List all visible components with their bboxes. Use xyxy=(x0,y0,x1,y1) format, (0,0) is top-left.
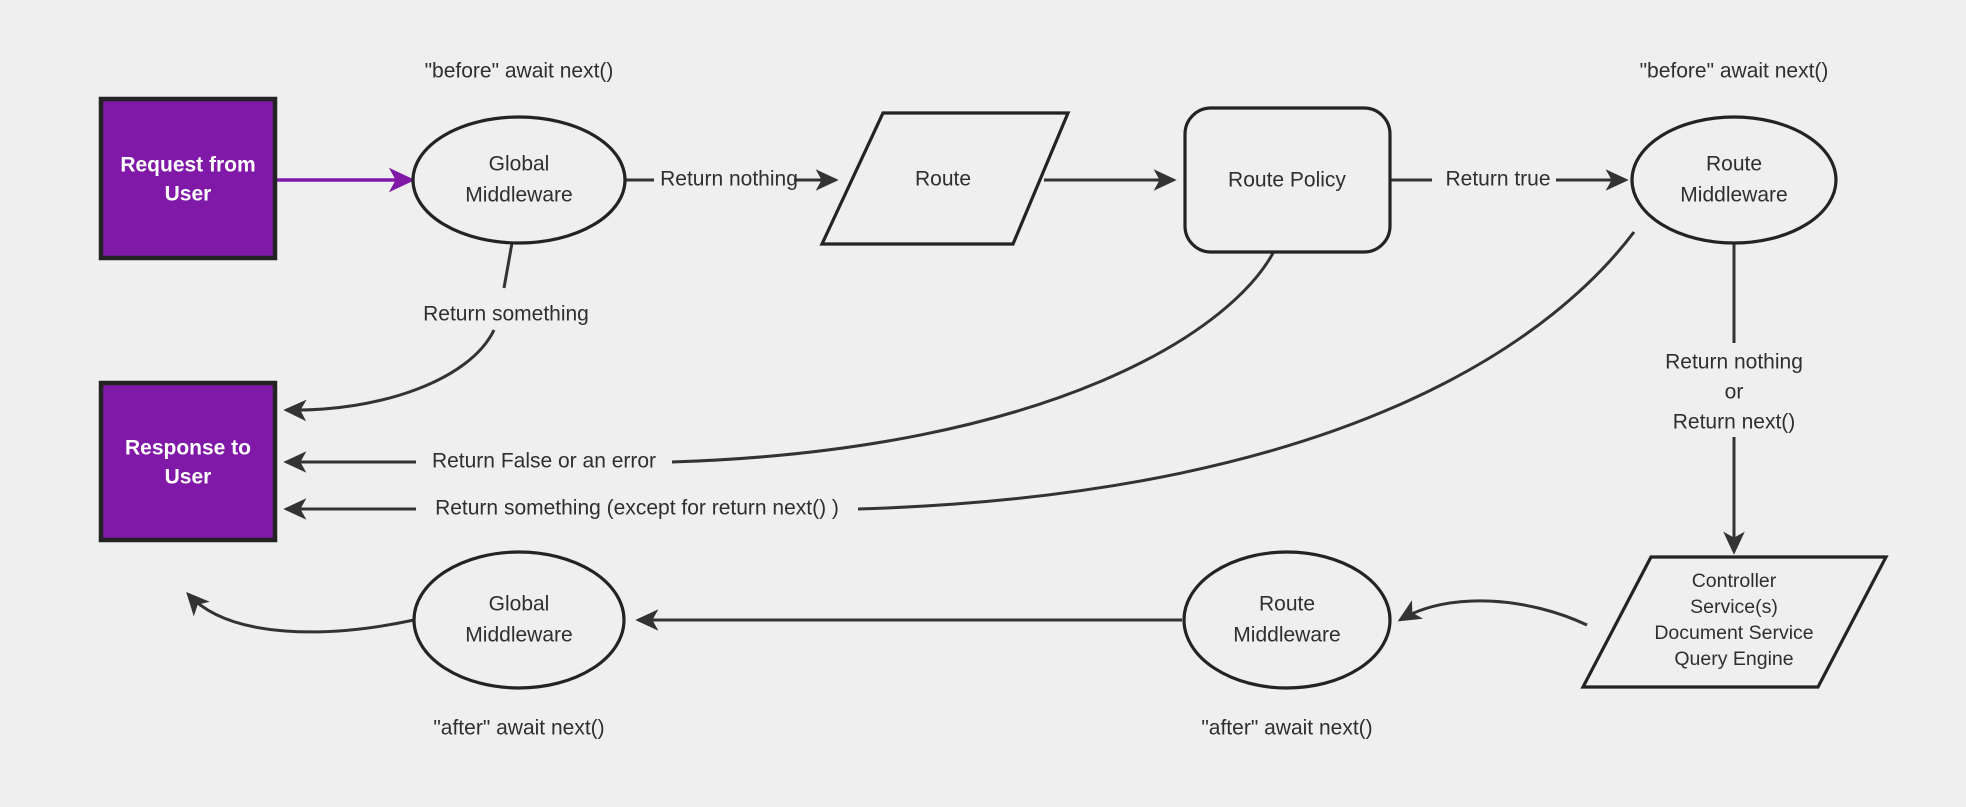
edge-global-middleware-after-to-response xyxy=(186,592,415,634)
edge-label-return-nothing-or-next-line3: Return next() xyxy=(1673,411,1796,434)
node-handler[interactable]: Controller Service(s) Document Service Q… xyxy=(1580,555,1889,689)
edge-route-policy-return-false-or-error xyxy=(671,242,1280,464)
edge-label-return-true: Return true xyxy=(1445,168,1550,191)
node-route-middleware-before[interactable]: Route Middleware xyxy=(1630,115,1838,245)
node-route-middleware-after[interactable]: Route Middleware xyxy=(1182,550,1392,690)
node-global-middleware-after[interactable]: Global Middleware xyxy=(412,550,626,690)
edge-global-middleware-return-something-stub xyxy=(502,242,514,289)
handler-label-line2: Service(s) xyxy=(1690,596,1778,618)
route-policy-label: Route Policy xyxy=(1228,169,1346,192)
handler-label-line4: Query Engine xyxy=(1674,648,1793,670)
edge-label-return-nothing-or-next-line1: Return nothing xyxy=(1665,351,1803,374)
annotation-after-global-middleware: "after" await next() xyxy=(433,717,604,740)
edge-label-return-nothing-or-next-line2: or xyxy=(1725,381,1744,404)
handler-label-line3: Document Service xyxy=(1654,622,1813,644)
request-from-user-label-line2: User xyxy=(165,183,212,206)
route-middleware-after-label-line2: Middleware xyxy=(1233,624,1340,647)
edge-label-return-something-except-next: Return something (except for return next… xyxy=(435,497,839,520)
response-to-user-label-line1: Response to xyxy=(125,437,251,460)
edge-label-return-nothing: Return nothing xyxy=(660,168,798,191)
route-middleware-before-label-line1: Route xyxy=(1706,153,1762,176)
annotation-after-route-middleware: "after" await next() xyxy=(1201,717,1372,740)
response-to-user-label-line2: User xyxy=(165,466,212,489)
route-middleware-before-label-line2: Middleware xyxy=(1680,184,1787,207)
node-route-policy[interactable]: Route Policy xyxy=(1183,106,1392,254)
global-middleware-after-label-line2: Middleware xyxy=(465,624,572,647)
node-layer: Request from User Response to User Globa… xyxy=(98,96,1889,690)
request-from-user-label-line1: Request from xyxy=(120,154,255,177)
route-label: Route xyxy=(915,168,971,191)
handler-label-line1: Controller xyxy=(1692,570,1777,592)
global-middleware-before-label-line1: Global xyxy=(489,153,550,176)
route-middleware-after-label-line1: Route xyxy=(1259,593,1315,616)
annotation-before-global-middleware: "before" await next() xyxy=(425,60,614,83)
annotation-before-route-middleware: "before" await next() xyxy=(1640,60,1829,83)
node-response-to-user[interactable]: Response to User xyxy=(98,380,278,543)
edge-handler-to-route-middleware-after xyxy=(1397,599,1588,627)
edge-global-middleware-return-something xyxy=(283,329,496,422)
global-middleware-before-label-line2: Middleware xyxy=(465,184,572,207)
edge-label-return-something: Return something xyxy=(423,303,589,326)
node-route[interactable]: Route xyxy=(819,111,1071,246)
edge-route-middleware-return-something-except-next xyxy=(857,231,1636,511)
edge-label-return-false-or-error: Return False or an error xyxy=(432,450,656,473)
node-request-from-user[interactable]: Request from User xyxy=(98,96,278,261)
global-middleware-after-label-line1: Global xyxy=(489,593,550,616)
label-layer: "before" await next() "before" await nex… xyxy=(423,60,1828,740)
edge-layer xyxy=(186,167,1745,634)
node-global-middleware-before[interactable]: Global Middleware xyxy=(411,115,627,245)
